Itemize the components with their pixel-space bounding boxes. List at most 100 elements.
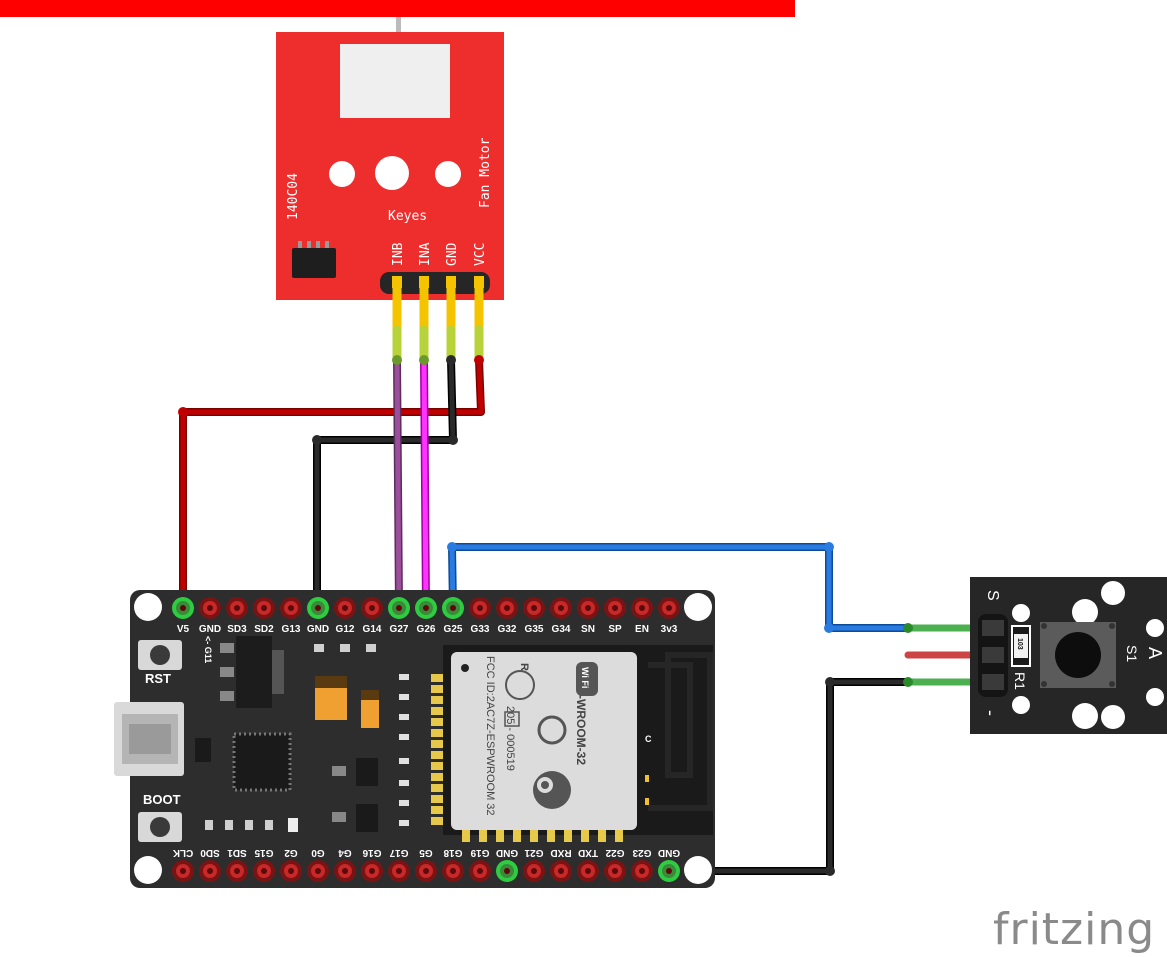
module-pad [431,784,443,792]
ce-mark [537,715,567,745]
switch-cap[interactable] [1055,632,1101,678]
esp-pin-hole [369,605,375,611]
esp-pin-label: SD2 [254,624,274,635]
esp-pin-hole [558,605,564,611]
rst-label: RST [145,671,171,686]
top-red-strip [0,0,795,17]
fan-pin-label-inb: INB [391,242,406,266]
esp-pin-label: G23 [632,847,651,858]
esp-pin-label: G25 [444,624,463,635]
esp-pin-hole [423,868,429,874]
esp-pin-label: G33 [471,624,490,635]
fan-title-label: Fan Motor [478,137,493,208]
mount-hole-center [375,156,409,190]
wire-gnd-to-gnd [313,356,457,612]
esp-pin-hole [396,605,402,611]
esp-pin-hole [450,605,456,611]
esp-pin-hole [315,605,321,611]
module-pad [431,806,443,814]
esp-pin-label: G27 [390,624,409,635]
esp-pin-label: SD1 [227,847,247,858]
esp-pin-hole [612,868,618,874]
voltage-regulator [236,636,272,708]
antenna-c-label: C [645,734,652,744]
esp-pin-hole [666,868,672,874]
module-pad [513,830,521,842]
push-button-module: S - 103 R1 S1 A [970,577,1167,734]
esp-pin-label: V5 [177,624,190,635]
boot-label: BOOT [143,792,181,807]
esp-pin-hole [207,605,213,611]
module-pad [431,762,443,770]
mount-hole-right [435,161,461,187]
esp-pin-label: G32 [498,624,517,635]
esp-pin-label: G0 [311,847,325,858]
antenna-trace [648,652,713,811]
usb-uart-chip [234,734,290,790]
esp32-mount-hole [684,856,712,884]
fan-pin-header [380,272,490,294]
module-pad [431,685,443,693]
esp-pin-label: G14 [363,624,382,635]
fritzing-logo: fritzing [993,904,1155,955]
module-pad [462,830,470,842]
wifi-logo [576,662,598,696]
esp-pin-label: GND [496,847,518,858]
esp-pin-hole [558,868,564,874]
minus-pin-label: - [981,710,1001,716]
fan-pin-label-ina: INA [418,242,433,266]
s1-label: S1 [1124,645,1140,662]
esp-pin-label: CLK [172,847,193,858]
esp32-mount-hole [134,593,162,621]
esp-pin-hole [180,605,186,611]
esp-pin-hole [585,605,591,611]
fan-pin-label-vcc: VCC [473,243,488,266]
svg-text:FCC ID:2AC7Z-ESPWROOM 32: FCC ID:2AC7Z-ESPWROOM 32 [484,656,496,816]
module-pad [431,773,443,781]
module-pad [431,795,443,803]
esp-pin-label: SD3 [227,624,247,635]
esp-pin-label: 3v3 [661,624,678,635]
esp-pin-hole [585,868,591,874]
esp-pin-label: G19 [470,847,489,858]
wire-vcc-to-v5 [179,356,485,612]
esp-pin-label: GND [307,624,329,635]
wire-junctions [178,355,913,876]
fan-pin-label-gnd: GND [445,242,460,266]
esp-pin-label: G21 [524,847,543,858]
module-pad [547,830,555,842]
esp-pin-label: GND [199,624,221,635]
esp-pin-hole [342,868,348,874]
module-pad [581,830,589,842]
esp32-mount-hole [134,856,162,884]
wroom-module-label: ESP-WROOM-32 FCC ID:2AC7Z-ESPWROOM 32 20… [484,656,588,816]
module-pad [431,729,443,737]
module-pad [431,696,443,704]
esp-pin-hole [504,605,510,611]
module-pad [431,817,443,825]
svg-text:R: R [518,663,530,671]
esp-pin-label: EN [635,624,649,635]
module-pad [598,830,606,842]
esp-pin-label: G2 [284,847,298,858]
module-pad [615,830,623,842]
resistor-code: 103 [1016,638,1023,650]
module-pad [431,707,443,715]
esp-pin-hole [315,868,321,874]
esp-pin-hole [639,868,645,874]
esp-pin-hole [261,605,267,611]
grounding-mark [505,670,535,700]
esp-pin-hole [369,868,375,874]
esp-pin-hole [207,868,213,874]
module-pad [564,830,572,842]
esp-pin-hole [450,868,456,874]
esp-pin-label: G22 [605,847,624,858]
esp-pin-label: G16 [362,847,381,858]
esp-pin-label: G34 [552,624,571,635]
esp-pin-hole [261,868,267,874]
fan-chip-label: 140C04 [286,173,301,220]
module-pad [431,718,443,726]
